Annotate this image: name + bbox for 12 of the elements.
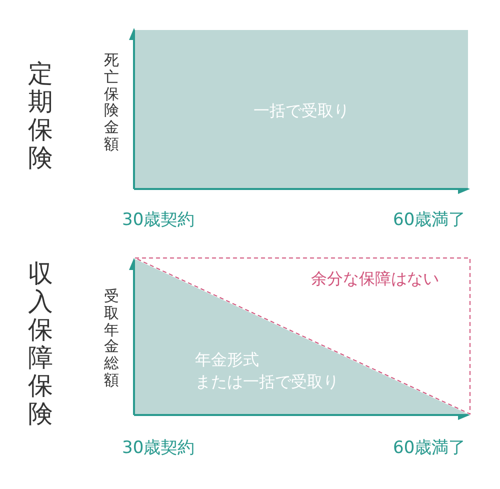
axis-tick-label: 60歳満了 (393, 209, 466, 231)
axis-label: 受取年金総額 (104, 288, 119, 389)
shape-label: または一括で受取り (195, 371, 340, 393)
panel-title: 収入保障保険 (28, 260, 53, 428)
shape-label: 年金形式 (195, 349, 260, 371)
axis-tick-label: 60歳満了 (393, 437, 466, 459)
panel-title: 定期保険 (28, 60, 53, 172)
axis-label: 死亡保険金額 (104, 52, 119, 153)
shape-label: 一括で受取り (252, 100, 350, 122)
axis-tick-label: 30歳契約 (122, 437, 195, 459)
axis-tick-label: 30歳契約 (122, 209, 195, 231)
shape-label: 余分な保障はない (310, 268, 440, 290)
